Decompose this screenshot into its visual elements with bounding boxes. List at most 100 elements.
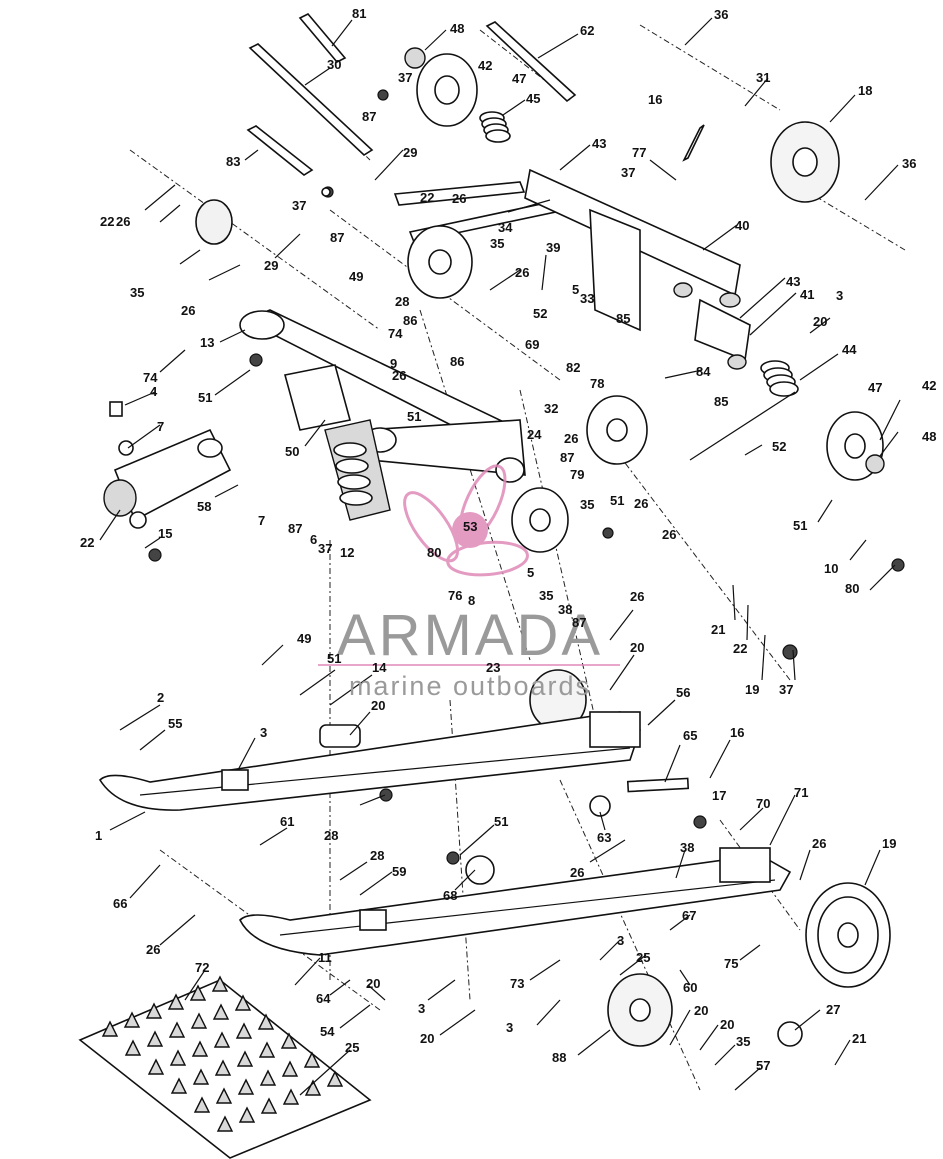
callout: 23 [486, 660, 500, 675]
stud [282, 1088, 300, 1105]
callout: 9 [390, 356, 397, 371]
callout: 10 [824, 561, 838, 576]
callout: 37 [621, 165, 635, 180]
callout: 16 [730, 725, 744, 740]
callout: 76 [448, 588, 462, 603]
callout: 20 [420, 1031, 434, 1046]
callout: 26 [630, 589, 644, 604]
stud [216, 1115, 234, 1132]
callout: 26 [662, 527, 676, 542]
stud [124, 1039, 142, 1056]
callout: 25 [636, 950, 650, 965]
callout: 37 [292, 198, 306, 213]
stud [260, 1097, 278, 1114]
stud [238, 1106, 256, 1123]
callout: 22 [80, 535, 94, 550]
callout: 87 [288, 521, 302, 536]
propeller-logo-icon [403, 464, 529, 577]
callout: 18 [858, 83, 872, 98]
callout: 24 [527, 427, 542, 442]
callout: 35 [130, 285, 144, 300]
callout: 25 [345, 1040, 359, 1055]
callout: 41 [800, 287, 814, 302]
callout: 85 [714, 394, 728, 409]
callout: 48 [450, 21, 464, 36]
callout: 7 [258, 513, 265, 528]
stud [214, 1059, 232, 1076]
callout: 87 [572, 615, 586, 630]
callout: 26 [515, 265, 529, 280]
callout: 33 [580, 291, 594, 306]
callout: 42 [922, 378, 936, 393]
callout: 50 [285, 444, 299, 459]
callout: 30 [327, 57, 341, 72]
callout-numbers: 81 48 62 36 30 37 42 47 87 45 31 16 18 8… [80, 6, 936, 1073]
callout: 20 [371, 698, 385, 713]
callout: 51 [793, 518, 807, 533]
callout: 26 [570, 865, 584, 880]
callout: 40 [735, 218, 749, 233]
callout: 51 [198, 390, 212, 405]
callout: 88 [552, 1050, 566, 1065]
callout-leaders [99, 17, 901, 1096]
callout: 26 [812, 836, 826, 851]
callout: 85 [616, 311, 630, 326]
callout: 43 [592, 136, 606, 151]
stud [123, 1011, 141, 1028]
callout: 3 [617, 933, 624, 948]
callout: 87 [330, 230, 344, 245]
callout: 35 [490, 236, 504, 251]
callout: 26 [564, 431, 578, 446]
callout: 14 [372, 660, 387, 675]
callout: 29 [264, 258, 278, 273]
callout: 34 [498, 220, 513, 235]
stud [326, 1070, 344, 1087]
callout: 7 [157, 419, 164, 434]
callout: 16 [648, 92, 662, 107]
callout: 86 [403, 313, 417, 328]
callout: 3 [260, 725, 267, 740]
callout: 31 [756, 70, 770, 85]
callout: 3 [506, 1020, 513, 1035]
torsion-springs [479, 111, 799, 461]
callout: 59 [392, 864, 406, 879]
stud [146, 1030, 164, 1047]
callout: 47 [868, 380, 882, 395]
callout: 22 [420, 190, 434, 205]
callout: 20 [694, 1003, 708, 1018]
callout: 22 [733, 641, 747, 656]
callout: 67 [682, 908, 696, 923]
stud [257, 1013, 275, 1030]
callout: 73 [510, 976, 524, 991]
stud [169, 1049, 187, 1066]
stud [193, 1096, 211, 1113]
stud [212, 1003, 230, 1020]
callout: 49 [349, 269, 363, 284]
callout: 20 [366, 976, 380, 991]
callout: 20 [630, 640, 644, 655]
callout: 20 [813, 314, 827, 329]
callout: 52 [533, 306, 547, 321]
callout: 21 [852, 1031, 866, 1046]
callout: 26 [452, 191, 466, 206]
stud [167, 993, 185, 1010]
callout: 74 [143, 370, 158, 385]
callout: 60 [683, 980, 697, 995]
stud [280, 1032, 298, 1049]
stud [147, 1058, 165, 1075]
callout: 3 [836, 288, 843, 303]
callout: 66 [113, 896, 127, 911]
callout: 26 [146, 942, 160, 957]
callout: 42 [478, 58, 492, 73]
callout: 20 [720, 1017, 734, 1032]
limiter-arm [103, 428, 232, 522]
callout: 61 [280, 814, 294, 829]
callout: 58 [197, 499, 211, 514]
callout: 49 [297, 631, 311, 646]
callout: 55 [168, 716, 182, 731]
callout: 72 [195, 960, 209, 975]
callout: 26 [634, 496, 648, 511]
callout: 17 [712, 788, 726, 803]
callout: 81 [352, 6, 366, 21]
